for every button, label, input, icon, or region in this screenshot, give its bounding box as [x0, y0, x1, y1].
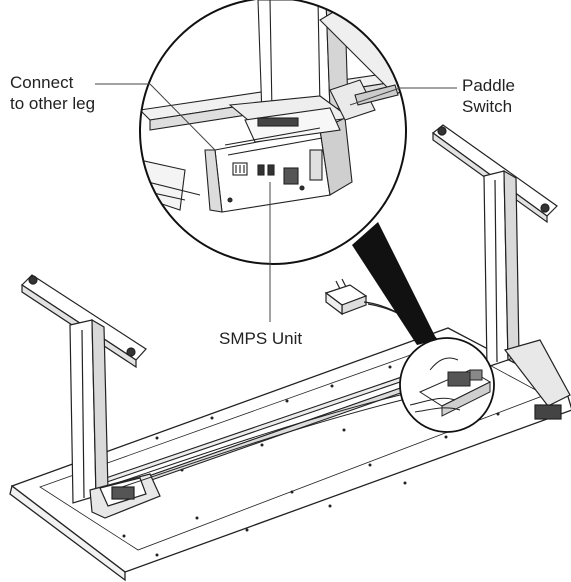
callout-connect-to-other-leg: Connect to other leg [10, 72, 95, 114]
left-leg [21, 274, 161, 519]
right-leg [432, 124, 571, 420]
zoom-pointer [352, 222, 437, 345]
callout-smps-label: SMPS Unit [219, 329, 303, 348]
callout-paddle-line2: Switch [462, 97, 513, 116]
detail-circle-small [399, 337, 495, 433]
callout-paddle-switch: Paddle Switch [462, 75, 515, 117]
callout-leader-lines [95, 83, 457, 322]
callout-connect-line2: to other leg [10, 94, 96, 113]
frame-crossbar [89, 361, 453, 500]
callout-connect-line1: Connect [10, 73, 74, 92]
callout-paddle-line1: Paddle [462, 76, 515, 95]
callout-smps-unit: SMPS Unit [219, 328, 302, 349]
